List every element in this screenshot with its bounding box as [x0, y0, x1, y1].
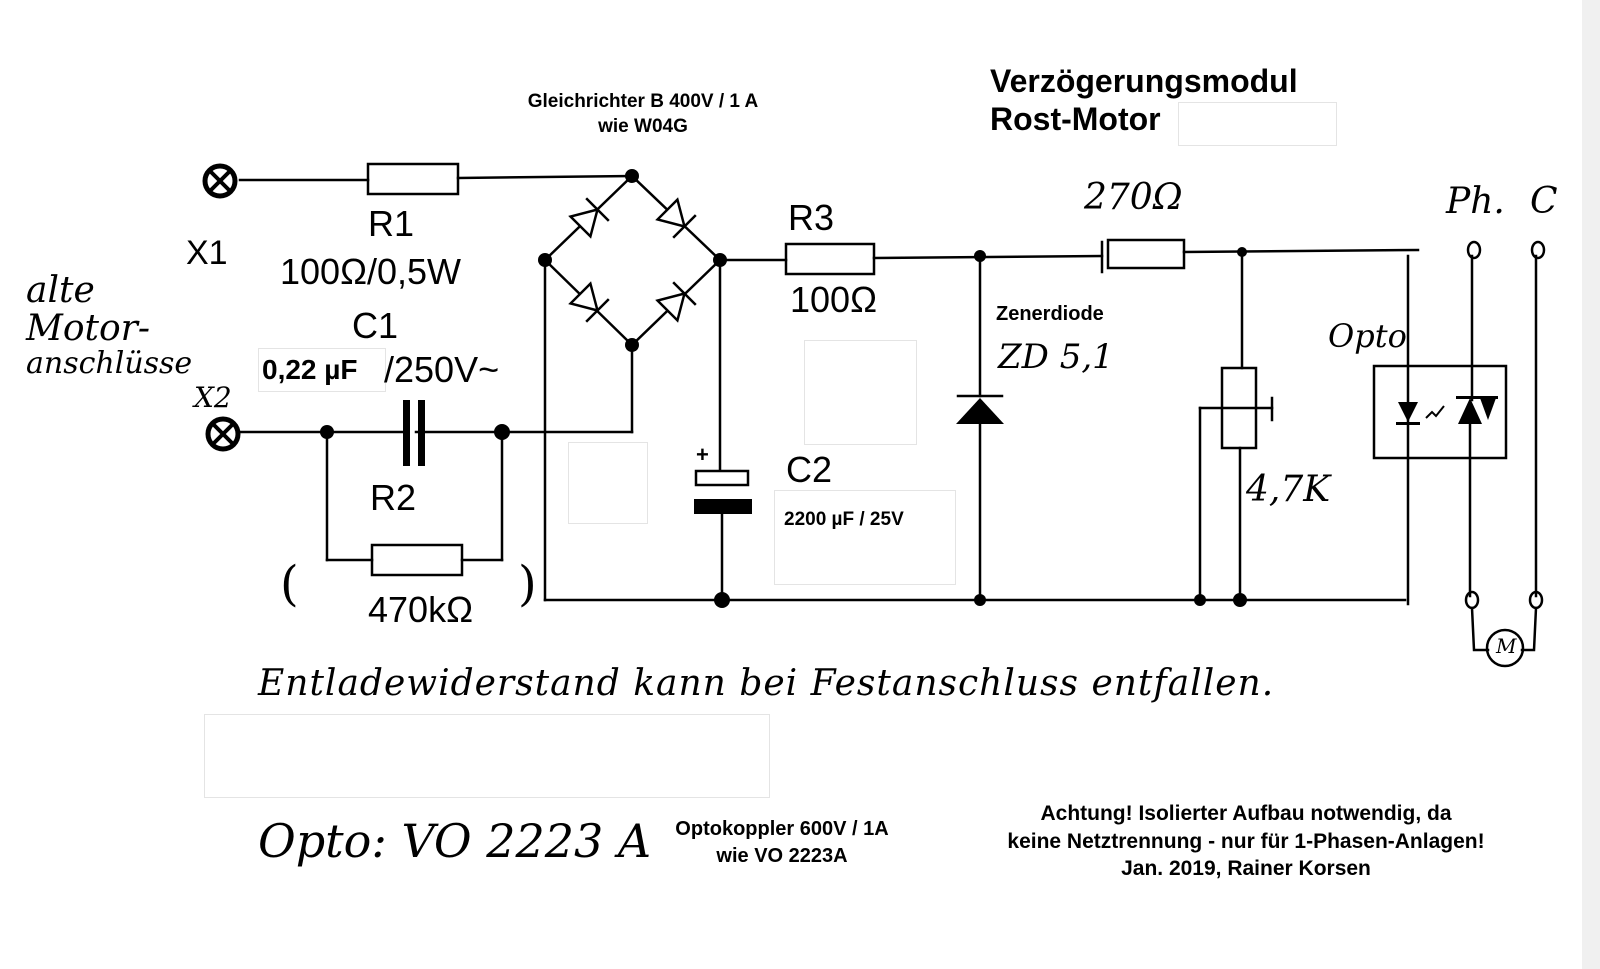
warning-line-3: Jan. 2019, Rainer Korsen	[1121, 857, 1371, 881]
r2-value: 470kΩ	[368, 589, 473, 630]
c1-name: C1	[352, 305, 399, 346]
page-title: Verzögerungsmodul Rost-Motor	[990, 62, 1298, 139]
rectifier-label: Gleichrichter B 400V / 1 A wie W04G	[488, 90, 798, 139]
terminal-x1-label: X1	[186, 234, 228, 272]
capacitor-c2-positive-plate	[694, 469, 750, 487]
capacitor-c1-plate-right	[418, 400, 425, 466]
terminal-x2-label: X2	[194, 381, 232, 414]
title-line-2: Rost-Motor	[990, 101, 1161, 138]
zener-label: Zenerdiode	[996, 303, 1104, 325]
warning-line-2: keine Netztrennung - nur für 1-Phasen-An…	[1007, 829, 1485, 853]
blank-patch-c2	[774, 490, 956, 585]
c2-name: C2	[786, 449, 833, 490]
r1-name: R1	[368, 203, 415, 244]
wire-r3-270	[872, 254, 1104, 260]
blank-patch-title	[1178, 102, 1337, 146]
resistor-r2	[370, 543, 464, 577]
opto-triac-down	[1480, 398, 1496, 420]
rectifier-line-1: Gleichrichter B 400V / 1 A	[527, 91, 759, 112]
capacitor-c1-plate-left	[403, 400, 410, 466]
optocoupler-box	[1372, 364, 1508, 460]
potentiometer-value: 4,7K	[1246, 469, 1331, 510]
r3-value: 100Ω	[790, 279, 877, 320]
wire-motor-right	[1520, 606, 1538, 652]
blank-patch-bottom	[204, 714, 770, 798]
opto-led	[1398, 402, 1418, 422]
opto-led-bar	[1396, 422, 1420, 425]
zener-diode-symbol	[956, 398, 1004, 424]
blank-patch-mid	[804, 340, 917, 445]
discharge-resistor-note: Entladewiderstand kann bei Festanschluss…	[258, 663, 1275, 704]
motor-circle	[1485, 628, 1525, 668]
r1-value: 100Ω/0,5W	[280, 251, 462, 292]
resistor-r3	[784, 242, 876, 276]
r2-paren-open: (	[280, 556, 299, 612]
optocoupler-description: Optokoppler 600V / 1A wie VO 2223A	[648, 816, 916, 870]
terminal-motor-left	[1464, 590, 1480, 610]
opto-triac-bar	[1456, 396, 1498, 399]
c-terminal-label: C	[1530, 181, 1558, 222]
terminal-phase	[1466, 240, 1482, 260]
title-line-1: Verzögerungsmodul	[990, 63, 1298, 99]
bridge-diodes	[568, 197, 697, 323]
terminal-motor-right	[1528, 590, 1544, 610]
c1-value-voltage: /250V~	[384, 349, 500, 390]
terminal-c	[1530, 240, 1546, 260]
motor-label: M	[1496, 634, 1517, 658]
resistor-r1	[366, 162, 460, 196]
junction-dots	[320, 169, 1247, 608]
opto-internals	[1396, 396, 1498, 425]
resistor-270-value: 270Ω	[1084, 177, 1183, 218]
diode-d1	[568, 197, 610, 239]
phase-label: Ph.	[1446, 181, 1505, 222]
opto-light-arrow	[1425, 405, 1445, 419]
note-line-1: alte	[26, 270, 95, 311]
old-motor-connections-note: alte Motor- anschlüsse	[26, 272, 192, 379]
c2-polarity: +	[696, 442, 709, 467]
diode-d3	[568, 281, 610, 323]
zener-value: ZD 5,1	[998, 337, 1114, 377]
note-line-3: anschlüsse	[26, 345, 193, 381]
warning-line-1: Achtung! Isolierter Aufbau notwendig, da	[1040, 802, 1452, 825]
terminal-x2-icon	[205, 416, 241, 452]
blank-patch-left	[568, 442, 648, 524]
diode-d4	[655, 281, 697, 323]
wire-motor-left	[1470, 606, 1490, 652]
opto-triac-up	[1458, 398, 1482, 424]
r2-paren-close: )	[518, 556, 537, 612]
c1-value-boxed: 0,22 µF	[262, 354, 358, 385]
capacitor-c2-negative-plate	[694, 499, 752, 514]
wire-270-opto	[1182, 248, 1420, 254]
r3-name: R3	[788, 197, 835, 238]
terminal-x1-icon	[202, 163, 238, 199]
warning-note: Achtung! Isolierter Aufbau notwendig, da…	[966, 800, 1526, 883]
blank-patch-c1	[258, 348, 386, 392]
r2-name: R2	[370, 477, 417, 518]
resistor-270	[1106, 238, 1186, 270]
rectifier-line-2: wie W04G	[598, 115, 688, 137]
vertical-scrollbar[interactable]	[1582, 0, 1600, 969]
opto-label: Opto	[1328, 317, 1407, 355]
opto-desc-line-1: Optokoppler 600V / 1A	[675, 818, 889, 840]
c2-value: 2200 µF / 25V	[784, 509, 904, 530]
opto-part-note: Opto: VO 2223 A	[258, 814, 652, 868]
note-line-2: Motor-	[26, 307, 151, 349]
wire-r1-bridge	[456, 174, 634, 180]
diode-d2	[655, 197, 697, 239]
opto-desc-line-2: wie VO 2223A	[716, 845, 848, 867]
